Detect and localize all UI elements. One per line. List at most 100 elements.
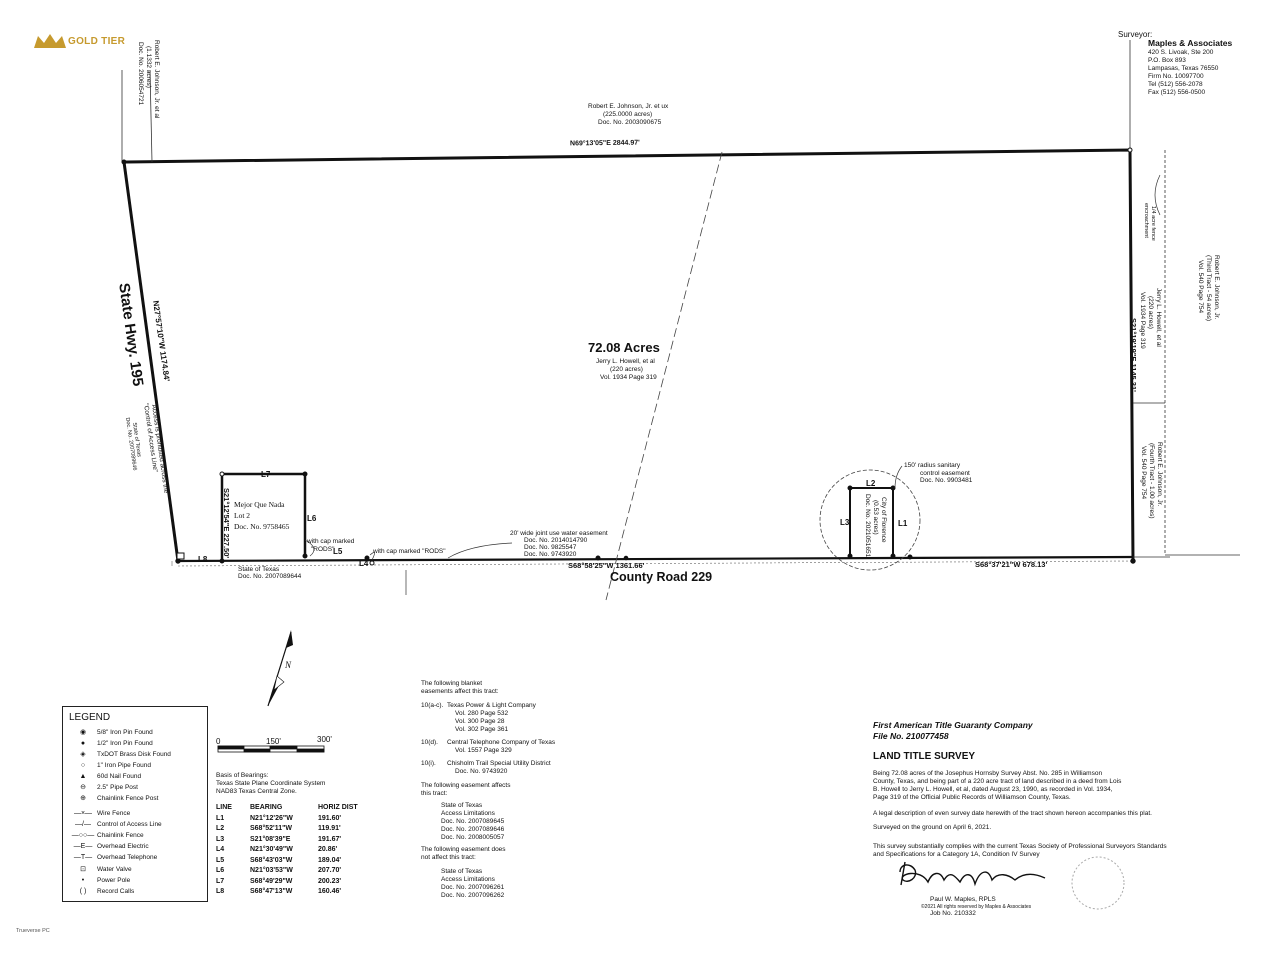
survey-legal: A legal description of even survey date … [873,810,1152,817]
table-cell: L6 [216,867,225,874]
nw-adjoiner-acres: (1.1332 acres) [145,46,152,88]
legend-item: —T— Overhead Telephone [69,853,157,863]
affect-line-2: Access Limitations [441,810,495,817]
line-label-l1: L1 [898,519,908,528]
tp-vol-3: Vol. 302 Page 361 [455,726,509,733]
notaffect-line-2: Access Limitations [441,876,495,883]
east-upper-owner: Robert E. Johnson, Jr. [1213,255,1220,320]
legend-label: 1/2" Iron Pin Found [97,740,153,747]
surveyor-address-1: 420 S. Livoak, Ste 200 [1148,49,1214,56]
table-cell: N21°12'26"W [250,814,293,822]
table-cell: 20.86' [318,846,338,853]
legend-item: ( )Record Calls [69,887,135,897]
legend-item: ⊖ 2.5" Pipe Post [69,783,138,793]
adjoining-lines [121,40,1240,558]
scale-bar [217,745,325,753]
scale-label-0: 0 [216,737,221,746]
legend-label: 60d Nail Found [97,773,142,780]
affect-intro-2: this tract: [421,790,448,797]
surveyor-label: Surveyor: [1118,30,1153,39]
line-table-header-bearing: BEARING [250,804,283,811]
surveyor-job: Job No. 210332 [930,910,976,917]
iron-pipe-icon: ○ [80,762,86,769]
legend-label: Wire Fence [97,810,131,817]
surveyor-signer: Paul W. Maples, RPLS [930,896,996,903]
line-table-header-dist: HORIZ DIST [318,804,358,811]
pipe-post-icon: ⊖ [80,784,86,791]
table-cell: L5 [216,856,225,864]
electric-line-icon: —E— [73,843,93,850]
surveyor-tel: Tel (512) 556-2078 [1148,81,1203,88]
legend-item: ⊕Chainlink Fence Post [69,794,158,804]
iron-pin-58-icon: ◉ [79,729,87,736]
basis-system: Texas State Plane Coordinate System [216,780,326,787]
table-cell: S68°47'13"W [250,888,293,895]
surveyor-copyright: ©2021 All rights reserved by Maples & As… [921,904,1032,910]
title-company-file: File No. 210077458 [873,731,949,741]
table-cell: L2 [216,825,225,832]
legend-label: Water Valve [97,866,132,873]
line-label-l5: L5 [333,547,343,556]
lot-name: Mejor Que Nada [234,500,285,509]
water-easement-title: 20' wide joint use water easement [510,530,608,537]
table-row: L4 N21°30'49"W 20.86' [216,845,378,856]
lot-number: Lot 2 [234,511,251,520]
legend-item: ◈TxDOT Brass Disk Found [69,750,171,760]
table-cell: 119.91' [318,825,341,832]
east-lower-vol: Vol. 540 Page 754 [1140,446,1147,500]
affect-line-4: Doc. No. 2007089646 [441,826,505,833]
telephone-line-icon: —T— [73,854,93,861]
east-mid-owner: Jerry L. Howell, et al [1155,288,1162,347]
legend-item: ▲ 60d Nail Found [69,772,142,782]
wire-fence-icon: —×— [73,810,93,817]
florence-acres: (0.53 acres) [872,500,879,535]
cap-note-1-mark: "RODS" [311,546,335,553]
affect-line-3: Doc. No. 2007089645 [441,818,505,825]
legend-label: 1" Iron Pipe Found [97,762,151,769]
survey-desc-3: B. Howell to Jerry L. Howell, et al, dat… [873,786,1113,793]
legend-label: Overhead Electric [97,843,149,850]
basis-zone: NAD83 Texas Central Zone. [216,788,297,795]
tract-acreage: 72.08 Acres [588,340,660,355]
surveyor-seal [1071,856,1125,910]
legend-item: ⊡Water Valve [69,865,132,875]
legend-label: Power Pole [97,877,131,884]
legend-item: ●1/2" Iron Pin Found [69,739,153,749]
table-cell: S21°08'39"E [250,835,291,843]
gold-tier-badge: GOLD TIER [68,36,126,47]
line-table-header-line: LINE [216,804,232,811]
footer-note: Trueverse PC [16,928,50,934]
ct-name: Central Telephone Company of Texas [447,739,556,746]
table-cell: L1 [216,814,225,822]
legend-label: Chainlink Fence [97,832,144,839]
table-cell: L7 [216,877,225,885]
nail-icon: ▲ [79,773,87,780]
sanitary-easement-1: 150' radius sanitary [904,462,961,469]
surveyor-address-3: Lampasas, Texas 76550 [1148,65,1219,72]
affect-line-5: Doc. No. 2008005057 [441,834,505,841]
line-label-l7: L7 [261,470,271,479]
legend-item: —/—Control of Access Line [69,820,162,830]
table-cell: 189.04' [318,856,342,864]
lot-side-call: S21°12'54"E 227.50' [222,488,231,559]
legend-label: Overhead Telephone [97,854,158,861]
table-cell: L4 [216,846,225,853]
cap-note-2: with cap marked "RODS" [373,548,446,555]
legend-label: 2.5" Pipe Post [97,784,138,791]
survey-desc-2: County, Texas, and being part of a 220 a… [873,778,1122,785]
tract-owner-acres: (220 acres) [610,366,643,373]
tp-vol-2: Vol. 300 Page 28 [455,718,505,725]
line-label-l8: L8 [198,555,208,564]
east-upper-tract: (Third Tract - 54 acres) [1205,255,1212,322]
legend-item: ◉5/8" Iron Pin Found [69,728,153,738]
table-cell: N21°30'49"W [250,846,293,853]
power-pole-icon: • [81,877,85,884]
chainlink-icon: —○○— [71,832,95,839]
table-cell: 191.60' [318,814,342,822]
nw-adjoiner-owner: Robert E. Johnson, Jr. et al [153,40,160,119]
title-company-name: First American Title Guaranty Company [873,720,1033,730]
legend-label: Chainlink Fence Post [97,795,159,802]
survey-comply-1: This survey substantially complies with … [873,843,1167,850]
state-texas-owner: State of Texas [238,566,280,573]
